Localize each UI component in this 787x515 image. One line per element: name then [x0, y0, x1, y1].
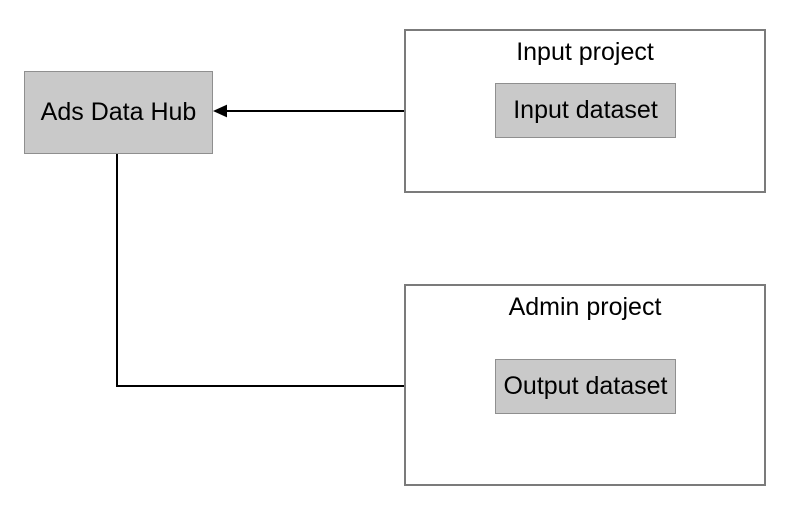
container-input-project-title: Input project — [516, 38, 654, 66]
container-input-project: Input project Input dataset — [404, 29, 766, 193]
container-admin-project: Admin project Output dataset — [404, 284, 766, 486]
node-ads-data-hub-label: Ads Data Hub — [40, 98, 197, 126]
container-admin-project-title: Admin project — [508, 293, 662, 321]
node-ads-data-hub: Ads Data Hub — [24, 71, 213, 154]
node-input-dataset-label: Input dataset — [513, 96, 658, 124]
node-input-dataset: Input dataset — [495, 83, 676, 138]
arrowhead-left-icon — [213, 104, 227, 118]
node-output-dataset-label: Output dataset — [503, 372, 668, 400]
node-output-dataset: Output dataset — [495, 359, 676, 414]
